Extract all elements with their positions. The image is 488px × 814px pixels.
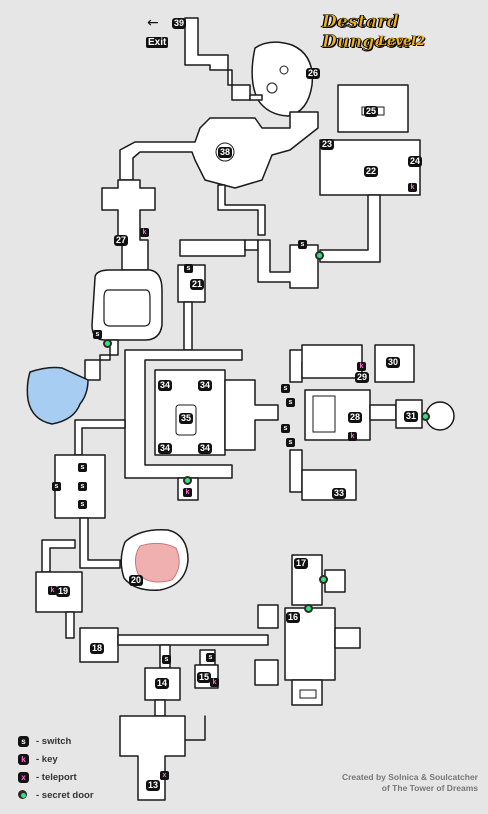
round-room-31 <box>425 401 455 431</box>
key-marker: k <box>48 586 57 595</box>
legend-switch-text: - switch <box>36 736 72 747</box>
switch-marker: s <box>281 424 290 433</box>
main-hall <box>124 349 243 479</box>
room-label-27: 27 <box>114 235 129 246</box>
key-marker: k <box>348 432 357 441</box>
key-marker: k <box>140 228 149 237</box>
switch-marker: s <box>286 398 295 407</box>
key-marker: k <box>183 488 192 497</box>
switch-marker: s <box>52 482 61 491</box>
switch-marker: s <box>78 463 87 472</box>
secret-door-icon <box>18 790 27 799</box>
switch-marker: s <box>78 500 87 509</box>
switch-icon: s <box>18 736 29 747</box>
inner-rounded <box>103 289 151 327</box>
secret-door-marker <box>304 604 313 613</box>
exit-corridor <box>184 17 251 101</box>
switch-marker: s <box>162 655 171 664</box>
secret-door-marker <box>319 575 328 584</box>
room-label-25: 25 <box>364 106 379 117</box>
switch-marker: s <box>281 384 290 393</box>
credits-line-1: Created by Solnica & Soulcatcher <box>341 772 478 782</box>
key-icon: k <box>18 754 29 765</box>
switch-marker: s <box>93 330 102 339</box>
room-28 <box>304 389 371 441</box>
room-label-29: 29 <box>355 372 370 383</box>
secret-door-marker <box>103 339 112 348</box>
room-label-39: 39 <box>172 18 187 29</box>
room-label-28: 28 <box>348 412 363 423</box>
room-27 <box>101 179 156 271</box>
map-subtitle: Level2 <box>378 34 426 49</box>
secret-door-marker <box>315 251 324 260</box>
room-label-20: 20 <box>129 575 144 586</box>
teleport-icon: x <box>18 772 29 783</box>
key-marker: k <box>210 678 219 687</box>
room-label-34-sw: 34 <box>158 443 173 454</box>
credits: Created by Solnica & Soulcatcher of The … <box>298 772 478 794</box>
secret-door-marker <box>183 476 192 485</box>
room-label-14: 14 <box>155 678 170 689</box>
room-label-35: 35 <box>179 413 194 424</box>
room-label-23: 23 <box>320 139 335 150</box>
map-title: Destard Dungeon <box>322 12 410 53</box>
altar-35 <box>175 404 197 436</box>
room-label-15: 15 <box>197 672 212 683</box>
room-label-34-ne: 34 <box>198 380 213 391</box>
secret-door-marker <box>421 412 430 421</box>
room-label-34-nw: 34 <box>158 380 173 391</box>
water-pool <box>26 366 89 425</box>
key-marker: k <box>357 362 366 371</box>
room-label-34-se: 34 <box>198 443 213 454</box>
legend-secret-door-text: - secret door <box>36 790 94 801</box>
key-marker: k <box>408 183 417 192</box>
switch-marker: s <box>286 438 295 447</box>
room-26 <box>251 41 314 117</box>
altar-28 <box>312 395 336 433</box>
pillar-38 <box>215 142 235 162</box>
legend-key-text: - key <box>36 754 58 765</box>
room-label-38: 38 <box>218 147 233 158</box>
room-label-31: 31 <box>404 411 419 422</box>
room-label-17: 17 <box>294 558 309 569</box>
room-label-13: 13 <box>146 780 161 791</box>
exit-label: Exit <box>146 37 169 48</box>
room-label-26: 26 <box>306 68 321 79</box>
lava-pool <box>134 542 180 583</box>
room-29 <box>301 344 363 379</box>
room-label-18: 18 <box>90 643 105 654</box>
room-label-19: 19 <box>56 586 71 597</box>
exit-arrow-icon: ← <box>147 15 159 31</box>
switch-marker: s <box>206 653 215 662</box>
legend-teleport-text: - teleport <box>36 772 77 783</box>
switch-marker: s <box>78 482 87 491</box>
switch-marker: s <box>184 264 193 273</box>
teleport-marker: x <box>160 771 169 780</box>
room-label-30: 30 <box>386 357 401 368</box>
room-label-22: 22 <box>364 166 379 177</box>
room-label-16: 16 <box>286 612 301 623</box>
room-label-24: 24 <box>408 156 423 167</box>
credits-line-2: of The Tower of Dreams <box>381 783 478 793</box>
room-33 <box>301 469 357 501</box>
switch-marker: s <box>298 240 307 249</box>
room-label-33: 33 <box>332 488 347 499</box>
room-16 <box>284 607 336 681</box>
room-label-21: 21 <box>190 279 205 290</box>
inner-hall <box>154 369 226 456</box>
room-13 <box>119 715 206 801</box>
